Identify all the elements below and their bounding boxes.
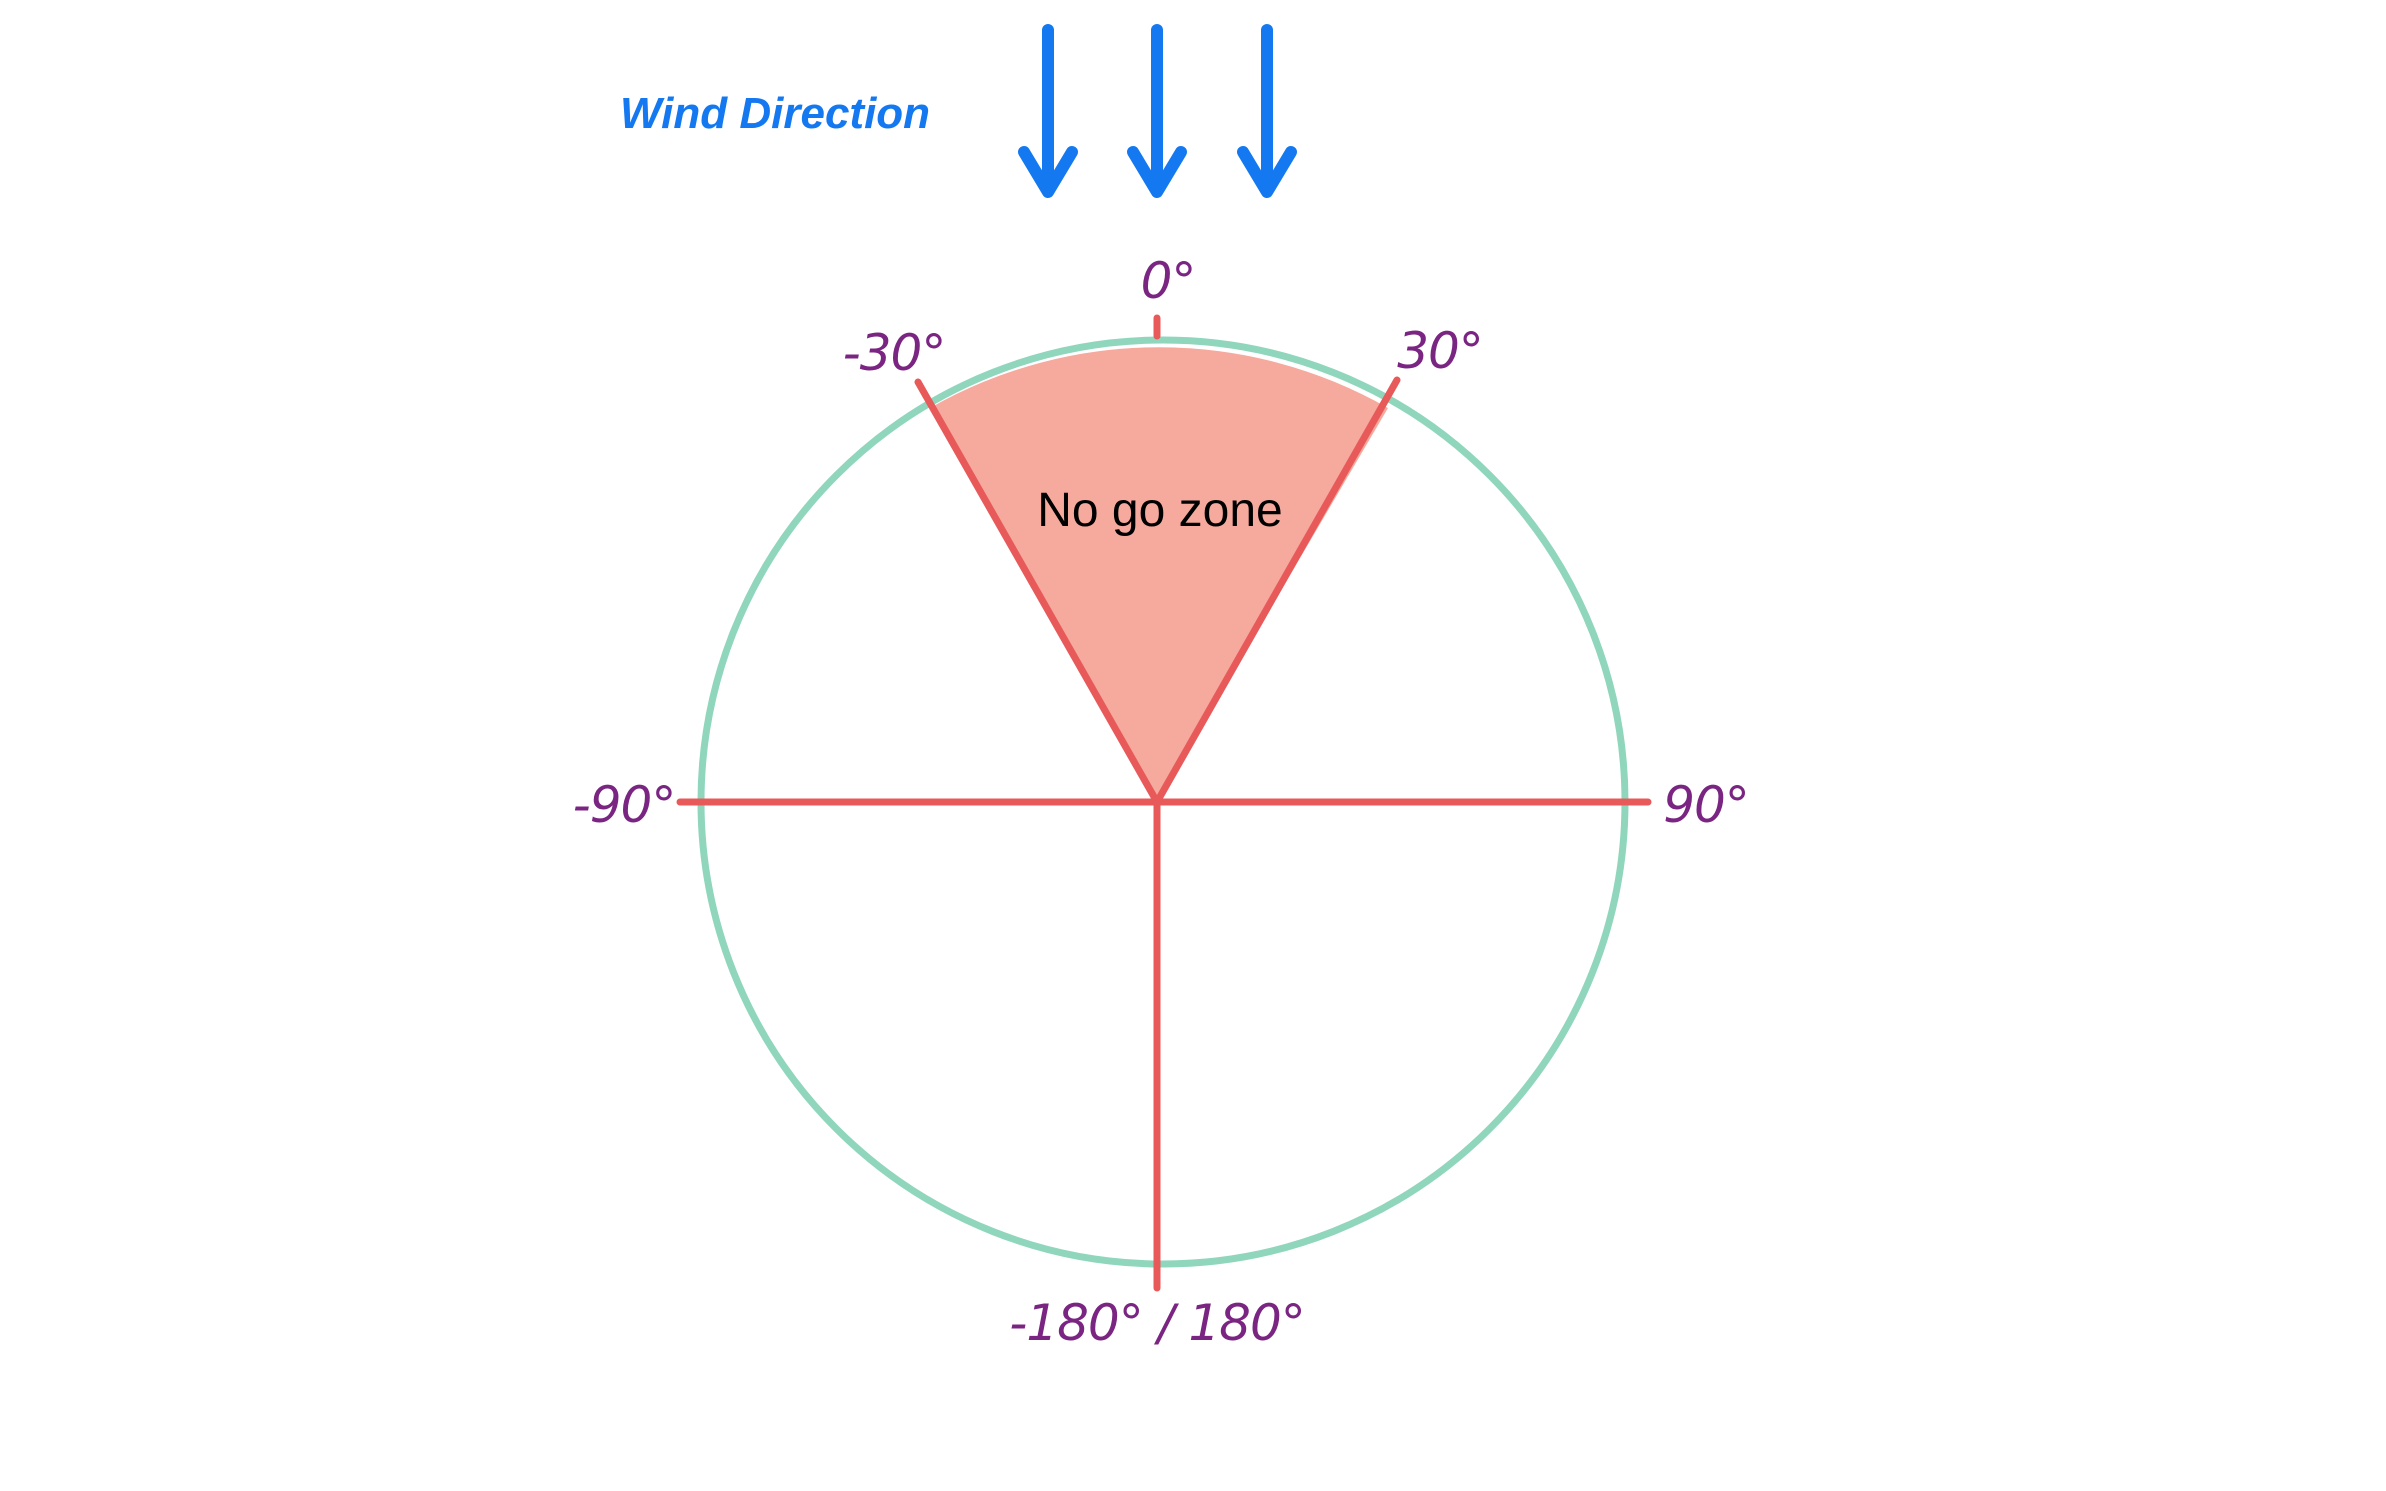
angle-label-0: 0° [1141, 252, 1196, 310]
wind-arrow-icon [1237, 24, 1297, 198]
angle-label-bottom: -180° / 180° [1009, 1294, 1305, 1352]
angle-label-minus-30: -30° [843, 324, 946, 382]
wind-arrow-icon [1127, 24, 1187, 198]
minus-30-line [914, 378, 1161, 806]
wind-arrows [1018, 24, 1297, 198]
angle-label-minus-90: -90° [573, 776, 676, 834]
angle-label-plus-30: 30° [1397, 322, 1483, 380]
no-go-zone-sector [930, 347, 1388, 802]
plus-30-line [1153, 376, 1401, 806]
wind-direction-title: Wind Direction [620, 89, 930, 138]
heading-lines [676, 314, 1652, 1292]
angle-label-plus-90: 90° [1663, 776, 1749, 834]
no-go-zone-label: No go zone [1037, 484, 1283, 537]
wind-arrow-icon [1018, 24, 1078, 198]
